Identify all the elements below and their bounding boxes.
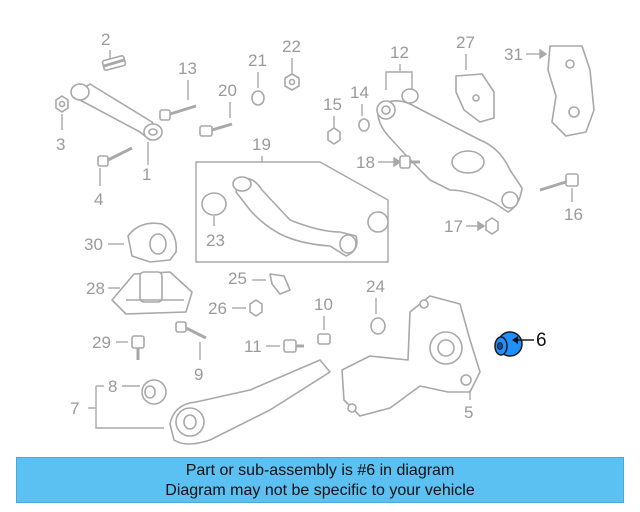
callout-15: 15: [323, 95, 342, 114]
part-20-bolt[interactable]: [199, 122, 233, 137]
part-15-nut[interactable]: [327, 127, 341, 145]
part-10-bolt[interactable]: [317, 333, 331, 345]
group-19-box: [195, 161, 389, 263]
callout-1: 1: [142, 165, 151, 184]
callout-11: 11: [244, 337, 262, 356]
callout-14: 14: [350, 83, 369, 102]
callout-2: 2: [101, 30, 110, 49]
callout-8: 8: [108, 377, 117, 396]
part-23-bushing[interactable]: [201, 192, 227, 216]
callout-27: 27: [456, 33, 475, 52]
part-5-knuckle[interactable]: [341, 295, 481, 417]
callout-19: 19: [252, 135, 271, 154]
part-27-bracket[interactable]: [455, 73, 495, 123]
part-19-upper-arm[interactable]: [232, 176, 358, 257]
callout-23: 23: [206, 231, 225, 250]
callout-26: 26: [208, 299, 227, 318]
part-11-bolt[interactable]: [283, 339, 304, 353]
part-2-bolt[interactable]: [101, 50, 127, 72]
part-8-bushing[interactable]: [141, 379, 167, 405]
part-25-clip[interactable]: [269, 273, 291, 295]
part-1-lateral-link[interactable]: [70, 83, 163, 141]
part-3-nut[interactable]: [55, 95, 69, 113]
callout-25: 25: [228, 269, 247, 288]
part-6-bushing-highlighted[interactable]: [494, 331, 523, 357]
callout-7: 7: [70, 399, 79, 418]
callout-21: 21: [248, 51, 267, 70]
callout-6: 6: [536, 330, 547, 351]
part-18-bolt[interactable]: [399, 155, 420, 169]
callout-16: 16: [564, 205, 583, 224]
callout-22: 22: [282, 37, 301, 56]
banner-line-2: Diagram may not be specific to your vehi…: [165, 482, 475, 499]
part-21-washer[interactable]: [251, 90, 265, 106]
part-9-bolt[interactable]: [175, 321, 207, 340]
callout-31: 31: [504, 45, 523, 64]
part-7-trailing-arm[interactable]: [169, 359, 331, 445]
info-banner: Part or sub-assembly is #6 in diagram Di…: [16, 457, 624, 503]
part-23-bushing-2[interactable]: [367, 211, 389, 233]
part-12-lower-control-arm[interactable]: [376, 88, 523, 213]
callout-30: 30: [84, 235, 103, 254]
banner-line-1: Part or sub-assembly is #6 in diagram: [185, 462, 455, 479]
callout-24: 24: [366, 277, 385, 296]
part-17-nut[interactable]: [485, 217, 499, 235]
callout-5: 5: [464, 403, 473, 422]
part-24-washer[interactable]: [370, 317, 386, 335]
callout-28: 28: [86, 279, 105, 298]
callout-4: 4: [94, 190, 103, 209]
callout-20: 20: [218, 81, 237, 100]
callout-10: 10: [314, 295, 333, 314]
callout-13: 13: [178, 59, 197, 78]
callout-12: 12: [390, 43, 409, 62]
part-14-washer[interactable]: [358, 118, 370, 132]
part-4-bolt[interactable]: [97, 146, 133, 167]
part-29-bolt[interactable]: [131, 335, 145, 360]
part-30-bump-stop[interactable]: [127, 222, 178, 263]
part-26-nut[interactable]: [249, 299, 263, 317]
callout-29: 29: [92, 333, 111, 352]
part-22-nut[interactable]: [284, 73, 300, 91]
part-31-bracket[interactable]: [547, 45, 595, 137]
part-13-bolt[interactable]: [159, 104, 197, 121]
callout-18: 18: [356, 153, 375, 172]
callout-9: 9: [194, 365, 203, 384]
part-16-bolt[interactable]: [539, 173, 579, 192]
callout-17: 17: [444, 217, 463, 236]
callout-3: 3: [56, 135, 65, 154]
part-28-mount[interactable]: [111, 271, 193, 315]
